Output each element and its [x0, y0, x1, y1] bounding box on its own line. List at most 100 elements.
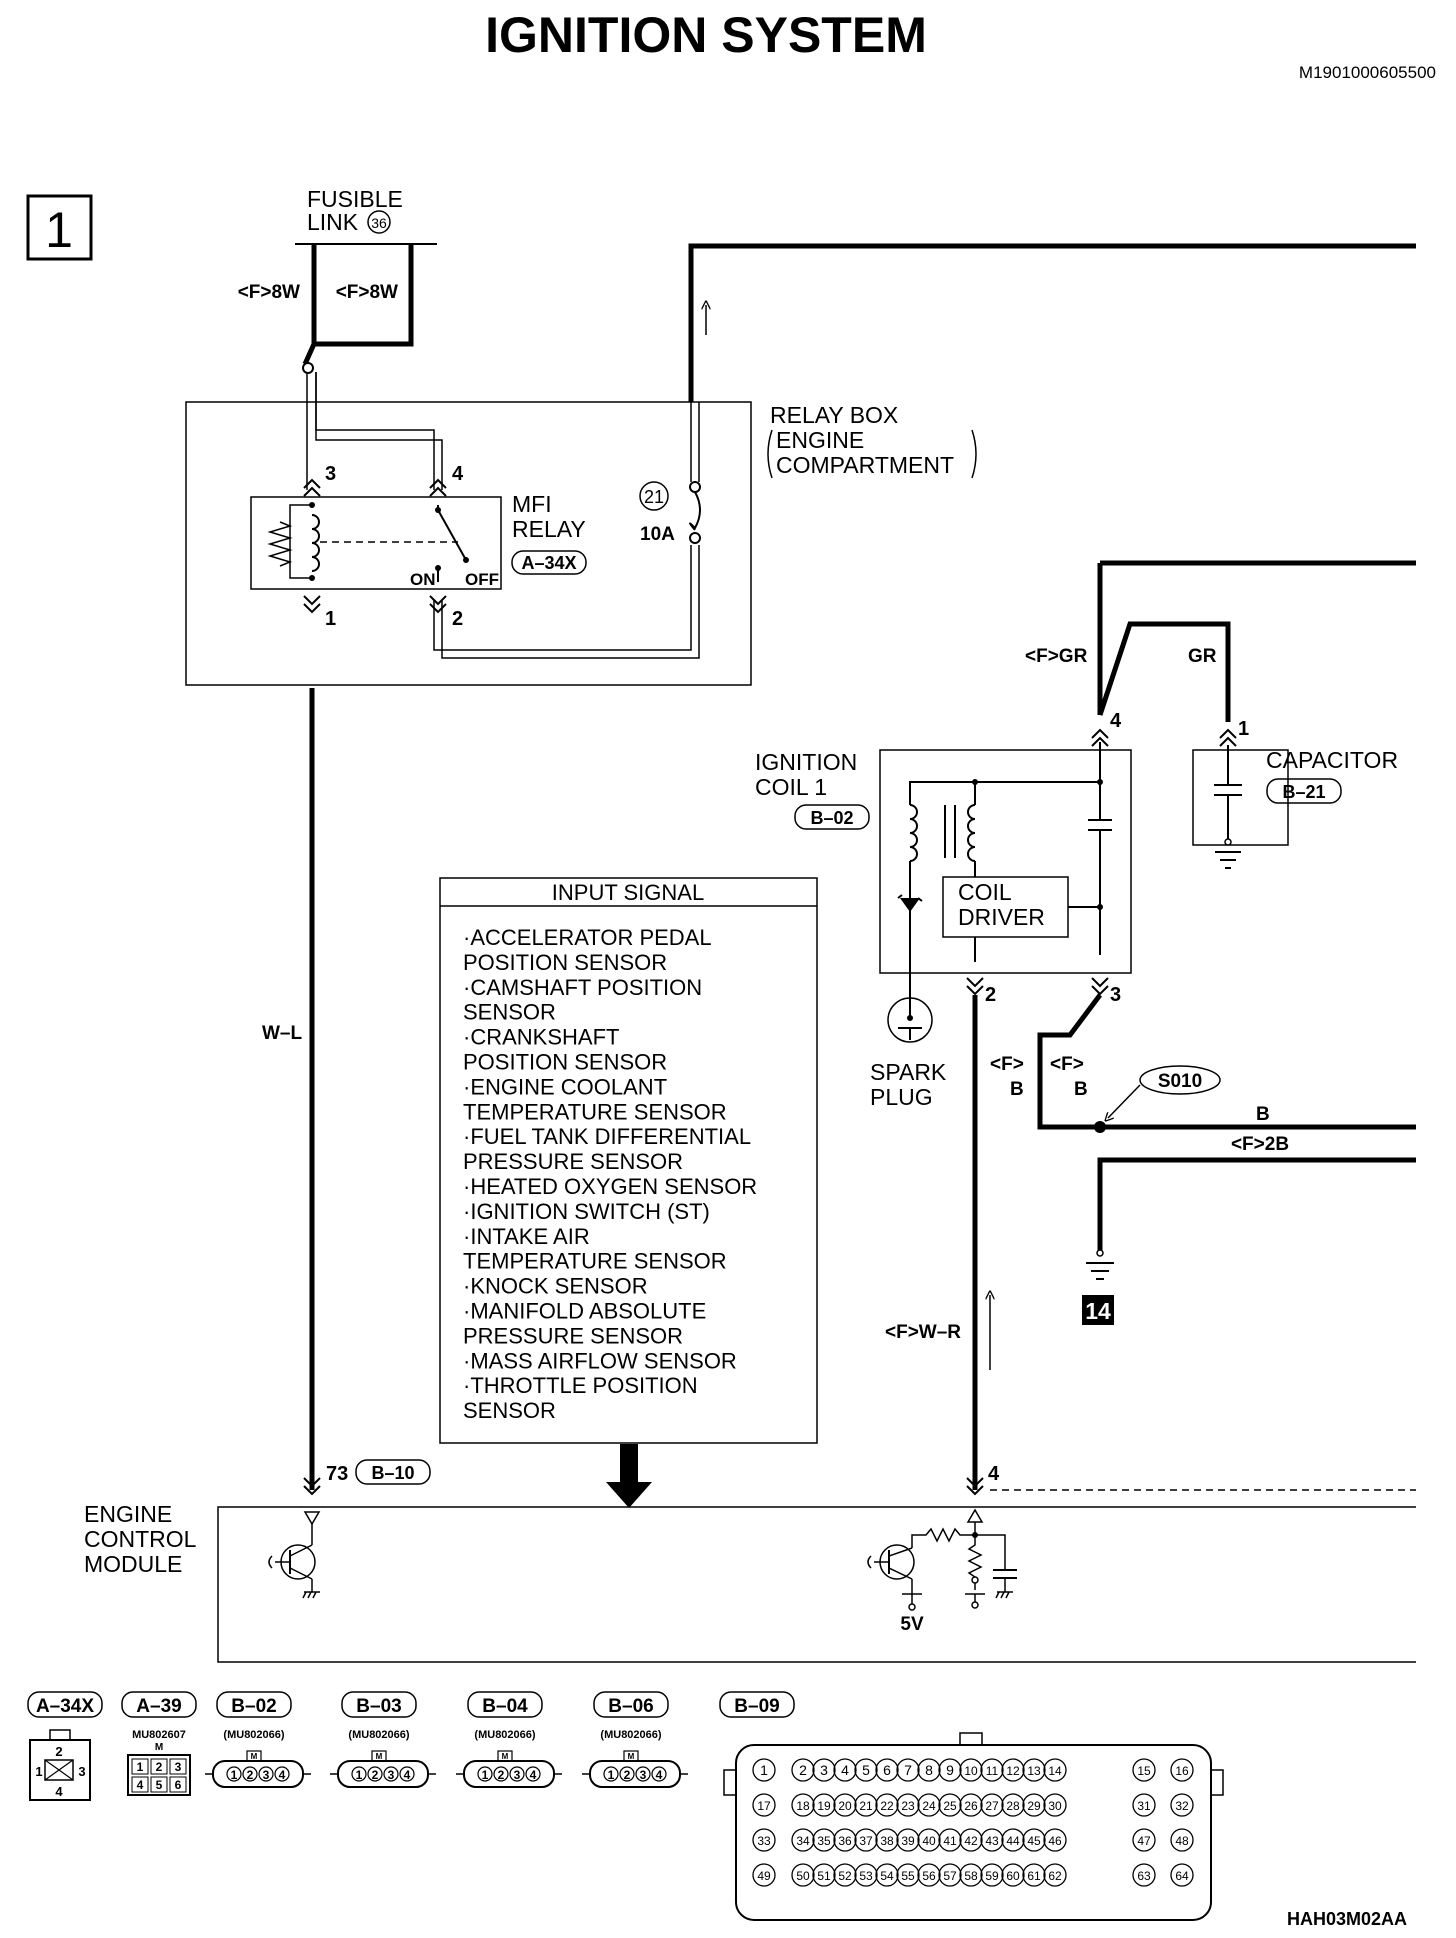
b09-pin-number: 51: [817, 1869, 831, 1883]
capacitor: 1 CAPACITOR B–21: [1192, 718, 1398, 869]
connector-id: B–02: [231, 1696, 276, 1717]
connector-pin-label: 1: [231, 1768, 238, 1782]
b09-pin-number: 46: [1048, 1834, 1062, 1848]
wire-label-f-b: <F>: [1050, 1054, 1084, 1075]
connector-tag-box: [341, 1691, 417, 1718]
b09-pin-number: 37: [859, 1834, 873, 1848]
relay-box-label-2: ENGINE: [776, 427, 864, 453]
input-signal-item: ·MASS AIRFLOW SENSOR: [463, 1348, 737, 1373]
b09-pin-number: 20: [838, 1799, 852, 1813]
input-signal-item: ·HEATED OXYGEN SENSOR: [463, 1174, 757, 1199]
connector-key-mark: M: [376, 1752, 383, 1761]
splice-s010: S010: [1158, 1071, 1202, 1092]
b09-pin-number: 61: [1027, 1869, 1041, 1883]
b09-pin-number: 14: [1048, 1764, 1062, 1778]
connector-pin-label: 3: [263, 1768, 270, 1782]
b09-pin-number: 57: [943, 1869, 957, 1883]
b09-pin-number: 16: [1175, 1764, 1189, 1778]
b09-pin-number: 41: [943, 1834, 957, 1848]
b09-pin-number: 64: [1175, 1869, 1189, 1883]
mfi-relay-connector: A–34X: [521, 553, 576, 573]
coil-pin-4: 4: [1110, 710, 1122, 732]
input-signal-item: ·CAMSHAFT POSITION: [463, 975, 702, 1000]
b09-pin-number: 32: [1175, 1799, 1189, 1813]
b09-pin-number: 6: [883, 1762, 891, 1778]
page-number: 1: [45, 202, 73, 258]
connector-tag-box: [593, 1691, 669, 1718]
engine-control-module: ENGINE CONTROL MODULE 5V: [84, 1501, 1416, 1663]
fusible-link-number: 36: [371, 215, 387, 231]
connector-part-number: (MU802066): [223, 1729, 284, 1741]
spark-plug-label: SPARK: [870, 1059, 947, 1085]
relay-on-label: ON: [410, 570, 436, 589]
spark-plug: SPARK PLUG: [870, 997, 947, 1110]
b09-pin-number: 43: [985, 1834, 999, 1848]
b09-pin-number: 15: [1137, 1764, 1151, 1778]
connector-pin-label: 1: [482, 1768, 489, 1782]
connector-tag-box: [719, 1691, 795, 1718]
relay-pin-1: 1: [325, 608, 336, 630]
ecm-connector-b10: B–10: [371, 1463, 414, 1483]
relay-box-label: RELAY BOX: [770, 402, 898, 428]
connector-key-mark: M: [251, 1752, 258, 1761]
mfi-relay-label-2: RELAY: [512, 516, 586, 542]
document-id: M1901000605500: [1299, 63, 1436, 82]
coil-pin-2: 2: [985, 984, 996, 1006]
b09-pin-number: 49: [757, 1869, 771, 1883]
ecm-label: ENGINE: [84, 1501, 172, 1527]
connector-pin-label: 2: [624, 1768, 631, 1782]
page-title: IGNITION SYSTEM: [485, 7, 927, 63]
connector-pin-label: 2: [247, 1768, 254, 1782]
b09-pin-number: 58: [964, 1869, 978, 1883]
b09-pin-number: 11: [986, 1764, 999, 1778]
b09-pin-number: 5: [862, 1762, 870, 1778]
input-signal-item: SENSOR: [463, 1398, 556, 1423]
b09-pin-number: 50: [796, 1869, 810, 1883]
fuse-21: 21 10A: [639, 481, 701, 545]
ignition-coil-label: IGNITION: [755, 749, 857, 775]
b09-pin-number: 60: [1006, 1869, 1020, 1883]
b09-pin-number: 52: [838, 1869, 852, 1883]
relay-pin-3: 3: [325, 463, 336, 485]
b09-pin-number: 44: [1006, 1834, 1020, 1848]
b09-pin-number: 19: [817, 1799, 831, 1813]
connector-pin-label: 5: [156, 1778, 163, 1792]
connector-pin-label: 3: [514, 1768, 521, 1782]
fuse-number: 21: [644, 487, 664, 507]
wire-label-gr: GR: [1188, 646, 1217, 667]
input-signal-item: POSITION SENSOR: [463, 950, 667, 975]
wire-label-b-a: B: [1010, 1079, 1024, 1100]
relay-box-label-3: COMPARTMENT: [776, 452, 954, 478]
b09-pin-number: 36: [838, 1834, 852, 1848]
ignition-coil-connector: B–02: [810, 808, 853, 828]
connector-part-number: (MU802066): [600, 1729, 661, 1741]
connector-tag-box: [121, 1691, 197, 1718]
connector-pin-label: 4: [404, 1768, 411, 1782]
b09-pin-number: 28: [1006, 1799, 1020, 1813]
b09-pin-number: 33: [757, 1834, 771, 1848]
wire-label-f2b: <F>2B: [1231, 1134, 1289, 1155]
coil-driver-label: COIL: [958, 879, 1012, 905]
input-signal-item: ·ENGINE COOLANT: [463, 1074, 667, 1099]
fusible-link-label: FUSIBLE: [307, 186, 403, 212]
ecm-label-2: CONTROL: [84, 1526, 197, 1552]
b09-pin-number: 47: [1137, 1834, 1151, 1848]
connector-id: B–06: [608, 1696, 653, 1717]
b09-pin-number: 8: [925, 1762, 933, 1778]
b09-pin-number: 26: [964, 1799, 978, 1813]
connector-id: A–39: [136, 1696, 181, 1717]
ecm-pin-4: 4: [988, 1463, 1000, 1485]
input-signal-item: POSITION SENSOR: [463, 1050, 667, 1075]
wire-label-b: B: [1256, 1104, 1270, 1125]
b09-pin-number: 24: [922, 1799, 936, 1813]
connector-part-number: (MU802066): [348, 1729, 409, 1741]
wire-label-f8w-a: <F>8W: [238, 282, 300, 303]
wire-label-f-a: <F>: [990, 1054, 1024, 1075]
connector-id: B–03: [356, 1696, 401, 1717]
input-signal-item: SENSOR: [463, 1000, 556, 1025]
connector-tag-box: [216, 1691, 292, 1718]
spark-plug-label-2: PLUG: [870, 1084, 933, 1110]
relay-box: RELAY BOX ENGINE COMPARTMENT ON: [185, 372, 977, 686]
